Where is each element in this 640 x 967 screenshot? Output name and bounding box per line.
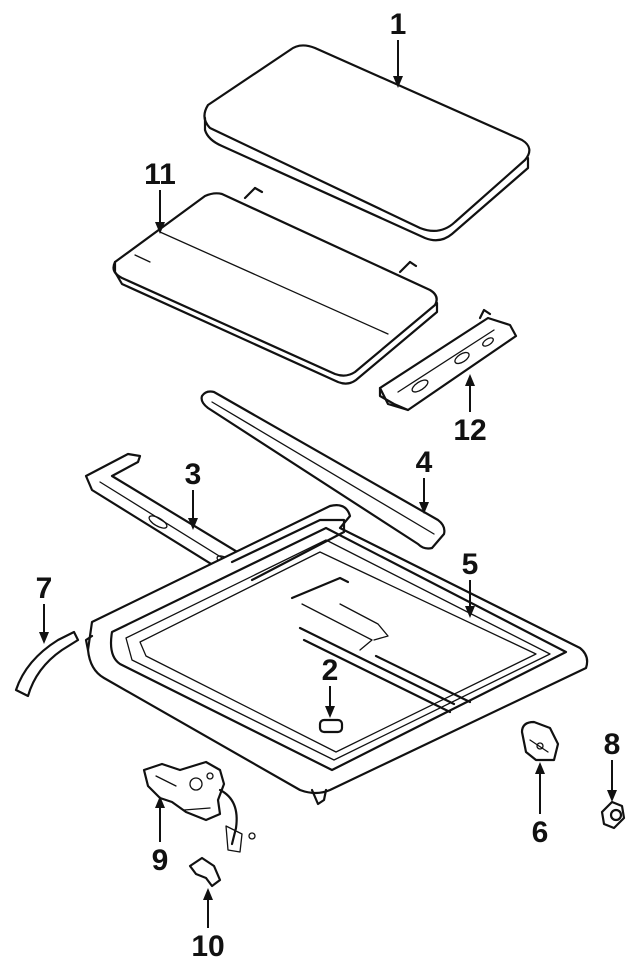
callout-4: 4 — [416, 446, 433, 479]
callout-leaders — [39, 40, 617, 928]
callout-labels: 1 2 3 4 5 6 7 8 9 10 11 12 — [36, 8, 621, 963]
callout-11: 11 — [144, 158, 176, 191]
callout-1: 1 — [390, 8, 407, 41]
part-11-sunshade[interactable] — [112, 186, 439, 385]
callout-8: 8 — [604, 728, 621, 761]
callout-2: 2 — [322, 654, 339, 687]
callout-6: 6 — [532, 816, 549, 849]
callout-3: 3 — [185, 458, 202, 491]
part-10-clip[interactable] — [188, 856, 222, 888]
callout-12: 12 — [453, 414, 486, 447]
part-1-glass-panel[interactable] — [203, 44, 531, 242]
part-2-plug[interactable] — [318, 718, 344, 734]
callout-10: 10 — [191, 930, 224, 963]
callout-9: 9 — [152, 844, 169, 877]
callout-5: 5 — [462, 548, 479, 581]
part-4-deflector-rail[interactable] — [200, 390, 446, 550]
part-7-seal[interactable] — [14, 630, 80, 698]
part-5-frame[interactable] — [84, 504, 589, 806]
part-9-motor[interactable] — [142, 760, 256, 853]
part-8-grommet[interactable] — [600, 800, 626, 830]
callout-7: 7 — [36, 572, 53, 605]
part-6-bracket[interactable] — [520, 720, 560, 762]
part-12-bracket[interactable] — [378, 308, 518, 412]
